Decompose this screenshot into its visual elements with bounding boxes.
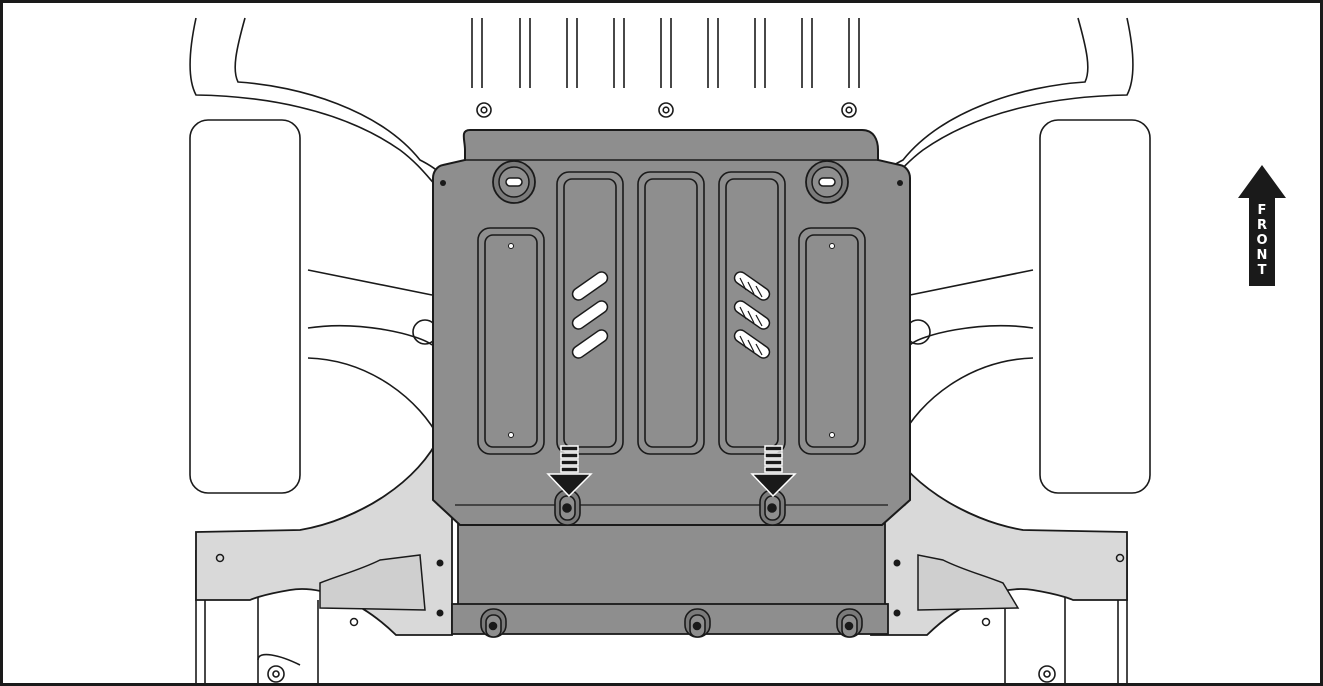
front-letter: F — [1258, 203, 1267, 218]
left-grommet — [492, 160, 536, 204]
skid-plate — [432, 129, 911, 526]
front-direction-indicator: F R O N T — [1238, 165, 1286, 286]
down-arrow-icon — [546, 445, 593, 498]
front-letter: R — [1257, 218, 1267, 233]
front-letter: T — [1258, 263, 1267, 278]
lower-skid-section — [451, 519, 889, 635]
right-bolt-tab — [759, 489, 786, 526]
down-arrow-icon — [750, 445, 797, 498]
left-bolt-tab — [554, 489, 581, 526]
up-arrow-icon — [1238, 165, 1286, 286]
left-vent-slots — [571, 271, 609, 359]
top-ribs — [471, 18, 860, 88]
right-vent-slots — [733, 271, 771, 359]
front-letter: O — [1256, 233, 1267, 248]
bottom-bolt-tab-right — [836, 608, 863, 638]
right-grommet — [805, 160, 849, 204]
bottom-bolt-tab-center — [684, 608, 711, 638]
bottom-bolt-tab-left — [480, 608, 507, 638]
bolt-tabs — [480, 489, 863, 638]
front-letter: N — [1257, 248, 1268, 263]
right-mounting-bracket — [870, 434, 1128, 636]
